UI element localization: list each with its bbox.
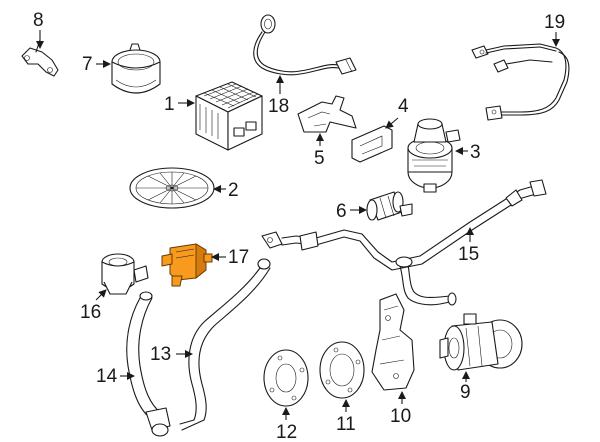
part-3-valve[interactable] (407, 118, 461, 193)
part-19-sensor-harness[interactable] (471, 43, 570, 121)
part-7-reservoir[interactable] (111, 43, 161, 94)
callout-12[interactable]: 12 (276, 422, 297, 442)
callout-1[interactable]: 1 (164, 94, 175, 115)
part-15-air-pipe[interactable] (261, 179, 547, 306)
leader-16 (95, 289, 107, 301)
part-6-check-valve[interactable] (366, 191, 413, 221)
callout-3[interactable]: 3 (470, 142, 481, 163)
part-18-sensor-cable[interactable] (253, 14, 357, 76)
callout-2[interactable]: 2 (228, 180, 239, 201)
callout-16[interactable]: 16 (80, 302, 101, 323)
callout-9[interactable]: 9 (460, 382, 471, 403)
part-10-pump-bracket[interactable] (371, 293, 415, 391)
callout-17[interactable]: 17 (228, 247, 249, 268)
part-12-flange[interactable] (263, 349, 309, 407)
part-14-hose[interactable] (126, 291, 171, 437)
part-4-bracket[interactable] (351, 125, 393, 163)
part-2-gasket[interactable] (129, 167, 215, 209)
callout-19[interactable]: 19 (544, 12, 565, 33)
part-11-gasket[interactable] (319, 341, 365, 399)
callout-4[interactable]: 4 (398, 96, 409, 117)
callout-11[interactable]: 11 (336, 414, 356, 435)
part-9-air-pump[interactable] (439, 313, 523, 371)
part-17-solenoid-highlighted[interactable] (161, 243, 213, 287)
callout-13[interactable]: 13 (150, 344, 171, 365)
part-13-hose[interactable] (179, 258, 271, 431)
part-16-switchover-valve[interactable] (101, 253, 149, 295)
leader-4 (385, 117, 399, 129)
callout-7[interactable]: 7 (82, 54, 93, 75)
part-1-control-module[interactable] (195, 81, 263, 151)
callout-18[interactable]: 18 (268, 96, 289, 117)
part-5-bracket[interactable] (297, 95, 357, 133)
callout-6[interactable]: 6 (336, 201, 347, 222)
callout-15[interactable]: 15 (458, 244, 479, 265)
callout-10[interactable]: 10 (390, 406, 411, 427)
callout-8[interactable]: 8 (33, 10, 44, 31)
callout-5[interactable]: 5 (314, 148, 325, 169)
callout-14[interactable]: 14 (96, 366, 118, 387)
